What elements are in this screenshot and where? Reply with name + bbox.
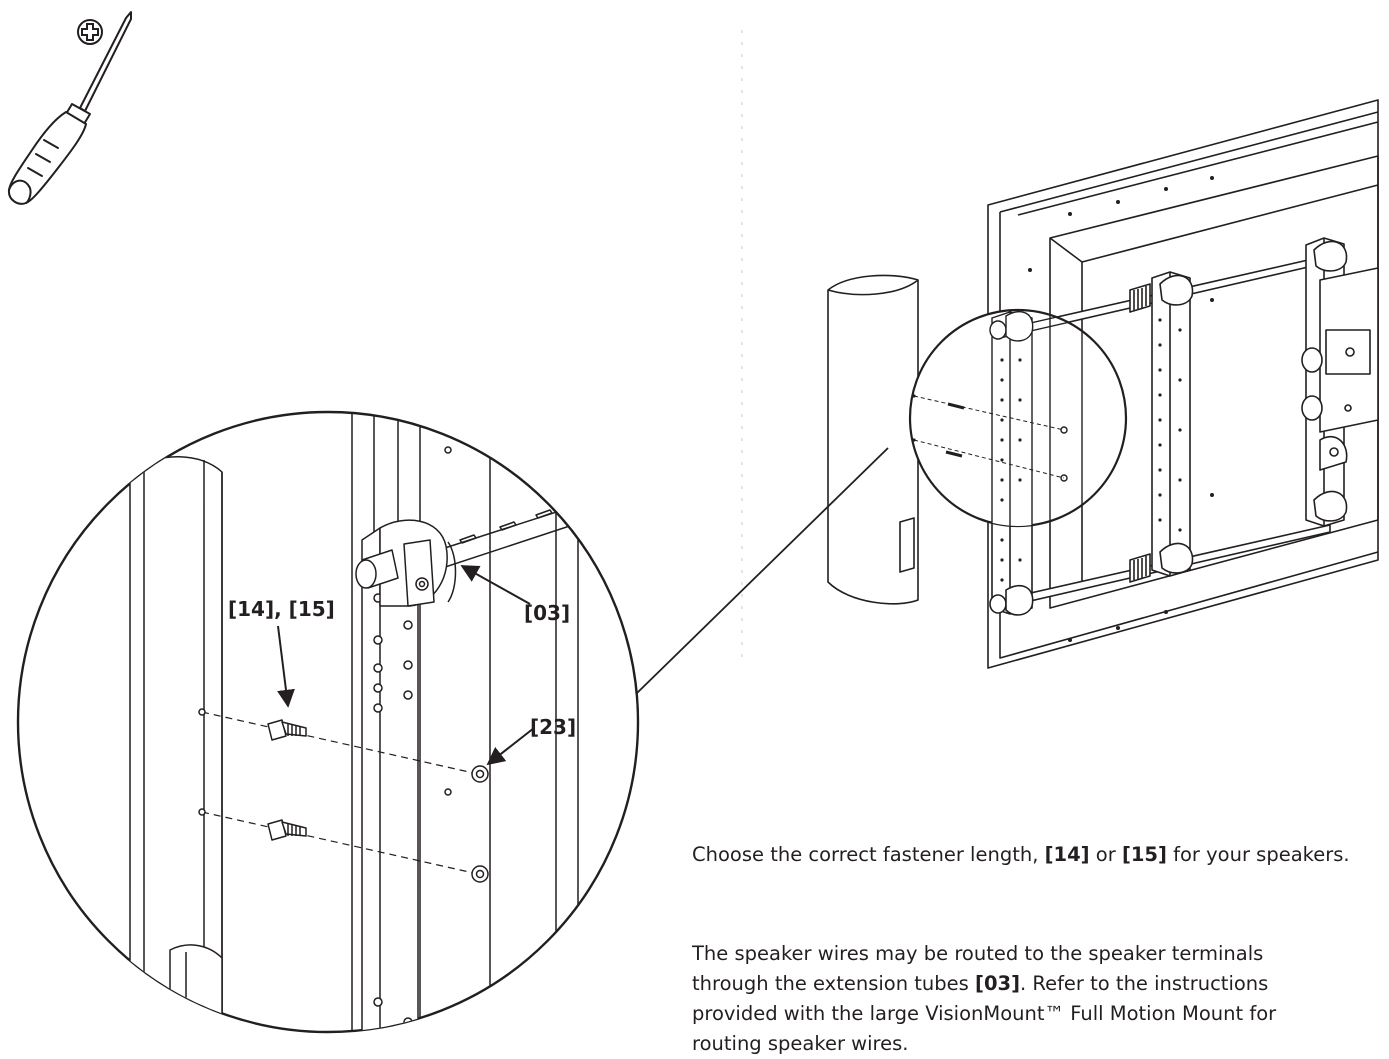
- nut: [471, 865, 489, 883]
- magnifier-leader-line: [635, 447, 889, 695]
- tv-mount-overview: [987, 99, 1379, 669]
- callout-arrows: [277, 565, 535, 766]
- detail-view-circle: [16, 410, 640, 1034]
- fastener-bolt: [267, 819, 307, 841]
- magnifier-circle-small: [908, 308, 1128, 528]
- fastener-bolt: [267, 719, 307, 741]
- instruction-line: The speaker wires may be routed to the s…: [692, 942, 1264, 965]
- phillips-screwdriver-icon: [7, 11, 132, 205]
- phillips-head-symbol-icon: [77, 19, 103, 45]
- instruction-line: provided with the large VisionMount™ Ful…: [692, 1002, 1277, 1025]
- instruction-fastener-length: Choose the correct fastener length, [14]…: [692, 843, 1350, 866]
- callout-extension-tube-label: [03]: [524, 601, 571, 625]
- callout-nut-label: [23]: [530, 715, 577, 739]
- instruction-speaker-wires: The speaker wires may be routed to the s…: [692, 939, 1276, 1059]
- nut: [471, 765, 489, 783]
- instruction-line: through the extension tubes [03]. Refer …: [692, 972, 1269, 995]
- callout-fasteners-label: [14], [15]: [228, 597, 335, 621]
- speaker-overview: [827, 274, 919, 605]
- instruction-line: routing speaker wires.: [692, 1032, 909, 1055]
